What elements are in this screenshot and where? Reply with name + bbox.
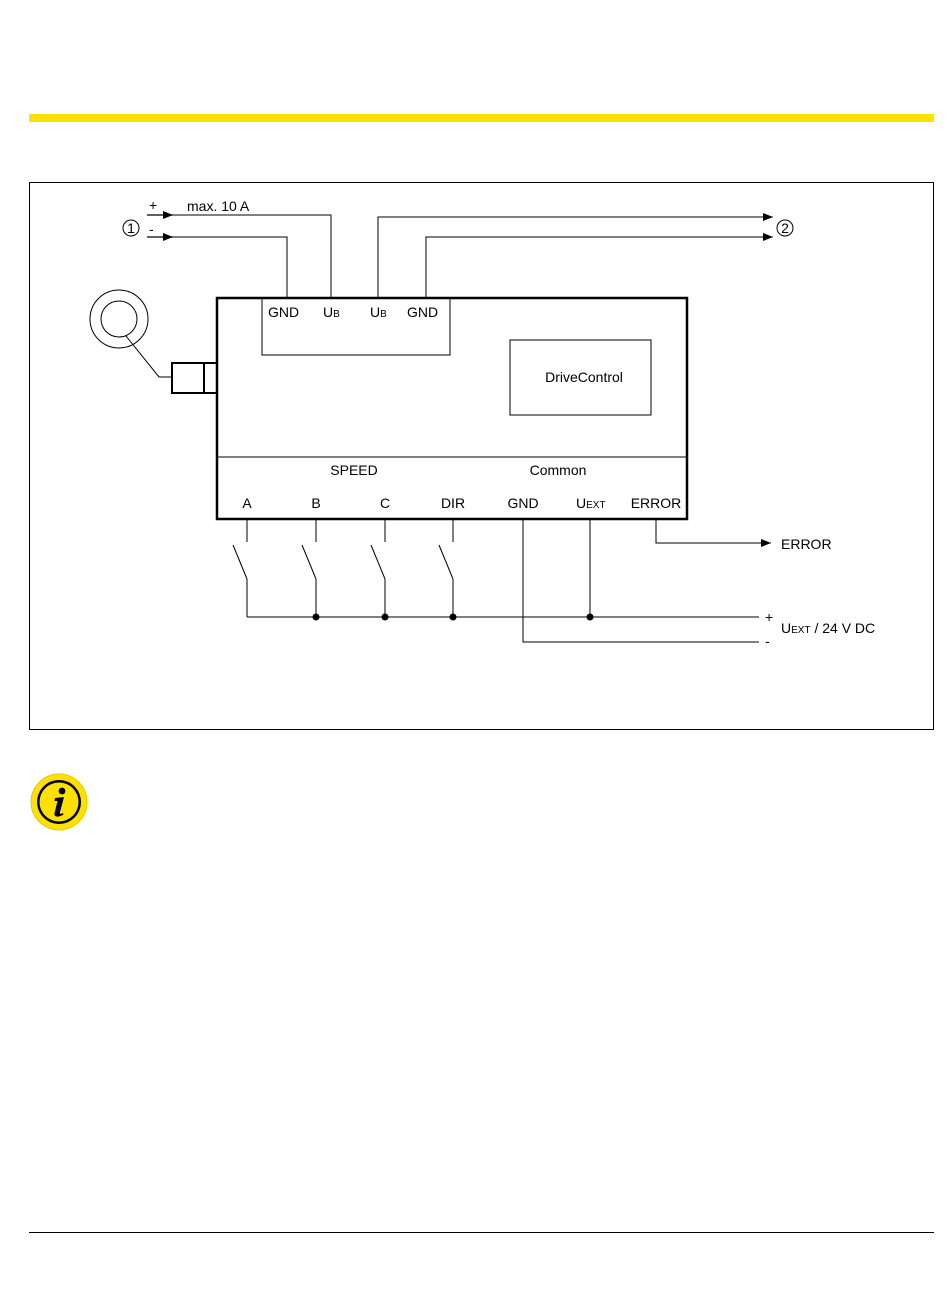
wire-gnd-out xyxy=(426,237,773,298)
footer-rule xyxy=(29,1232,934,1233)
junction-uext xyxy=(587,614,594,621)
supply-minus-label: - xyxy=(765,633,770,649)
input-marker-1: 1 xyxy=(123,220,139,236)
group-speed-label: SPEED xyxy=(330,462,377,478)
switch-dir xyxy=(439,519,453,617)
wire-error-out xyxy=(656,519,771,543)
input-minus-label: - xyxy=(149,221,154,237)
max-current-label: max. 10 A xyxy=(187,198,250,214)
motor-connector xyxy=(172,363,217,393)
terminal-dir: DIR xyxy=(441,495,465,511)
terminal-ub-right: UB xyxy=(370,304,387,320)
terminal-c: C xyxy=(380,495,390,511)
supply-voltage-label: UEXT / 24 V DC xyxy=(781,620,875,636)
junction-b xyxy=(313,614,320,621)
input-plus-label: + xyxy=(149,197,157,213)
terminal-uext: UEXT xyxy=(576,495,606,511)
switch-c xyxy=(371,519,385,617)
info-icon xyxy=(29,772,89,832)
wire-supply-minus xyxy=(523,519,759,642)
output-marker-2: 2 xyxy=(777,220,793,236)
terminal-gnd-left: GND xyxy=(268,304,299,320)
svg-text:1: 1 xyxy=(127,220,135,236)
terminal-gnd-io: GND xyxy=(507,495,538,511)
switch-a xyxy=(233,519,247,617)
terminal-ub-left: UB xyxy=(323,304,340,320)
wire-gnd-in xyxy=(173,237,287,298)
error-output-label: ERROR xyxy=(781,536,832,552)
terminal-gnd-right: GND xyxy=(407,304,438,320)
junction-c xyxy=(382,614,389,621)
drivecontrol-label: DriveControl xyxy=(545,369,623,385)
wire-ub-in xyxy=(173,215,331,298)
terminal-error: ERROR xyxy=(631,495,682,511)
terminal-a: A xyxy=(242,495,252,511)
wiring-diagram-frame: 1 + - max. 10 A 2 GND xyxy=(29,182,934,730)
header-accent-bar xyxy=(29,114,934,122)
wire-ub-out xyxy=(378,217,773,298)
junction-dir xyxy=(450,614,457,621)
group-common-label: Common xyxy=(530,462,587,478)
svg-text:2: 2 xyxy=(781,220,789,236)
supply-plus-label: + xyxy=(765,609,773,625)
motor-roller-symbol xyxy=(90,290,173,377)
controller-box xyxy=(217,298,687,519)
terminal-b: B xyxy=(311,495,320,511)
wiring-diagram: 1 + - max. 10 A 2 GND xyxy=(30,183,935,731)
switch-b xyxy=(302,519,316,617)
